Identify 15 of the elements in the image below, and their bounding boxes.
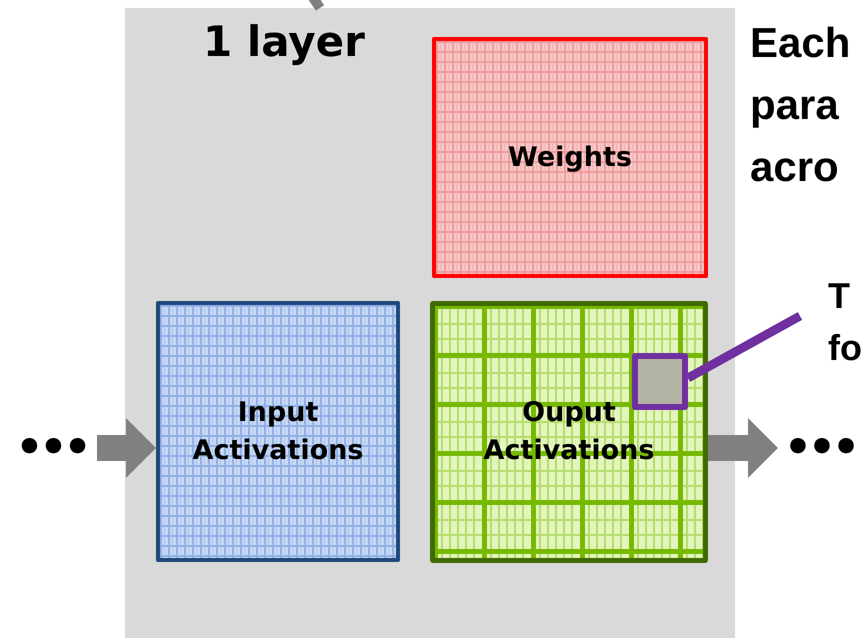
block-arrow	[97, 418, 156, 478]
layer-panel	[125, 8, 735, 638]
node-label: •••	[784, 426, 856, 470]
node-label: 1 layer	[203, 16, 365, 68]
highlighted-tile	[632, 353, 688, 410]
block-arrow	[708, 418, 778, 478]
leader-line	[686, 312, 802, 382]
node-label: Input Activations	[192, 396, 364, 468]
node-label: Weights	[508, 140, 632, 174]
input-matrix	[156, 301, 400, 562]
node-label: T fo	[828, 274, 862, 370]
weights-matrix	[432, 37, 708, 278]
side-note: Each para acro	[750, 18, 852, 192]
output-matrix	[430, 301, 708, 563]
node-label: •••	[15, 426, 88, 470]
